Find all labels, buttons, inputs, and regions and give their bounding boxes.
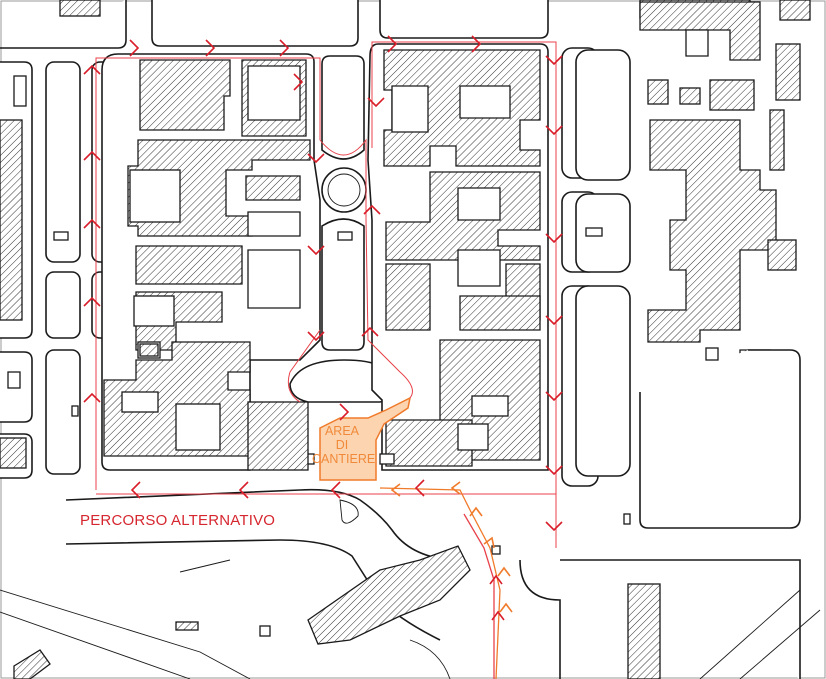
- east-street-column: [561, 47, 631, 525]
- west-campus-block: [101, 53, 321, 471]
- construction-area-label: AREA DI CANTIERE: [312, 424, 376, 466]
- east-campus-block: [367, 43, 549, 471]
- original-route-path: [379, 487, 501, 679]
- south-area: [0, 488, 821, 679]
- left-column: [0, 61, 121, 479]
- alternative-route-label: PERCORSO ALTERNATIVO: [80, 512, 276, 529]
- alternative-route-path: [95, 41, 557, 548]
- construction-area-label-line-3: CANTIERE: [312, 452, 376, 466]
- far-east-buildings: [639, 1, 801, 529]
- direction-chevrons: [83, 35, 563, 621]
- construction-area-label-line-1: AREA: [324, 424, 360, 438]
- construction-area-label-line-2: DI: [335, 438, 349, 452]
- central-boulevard: [289, 55, 397, 403]
